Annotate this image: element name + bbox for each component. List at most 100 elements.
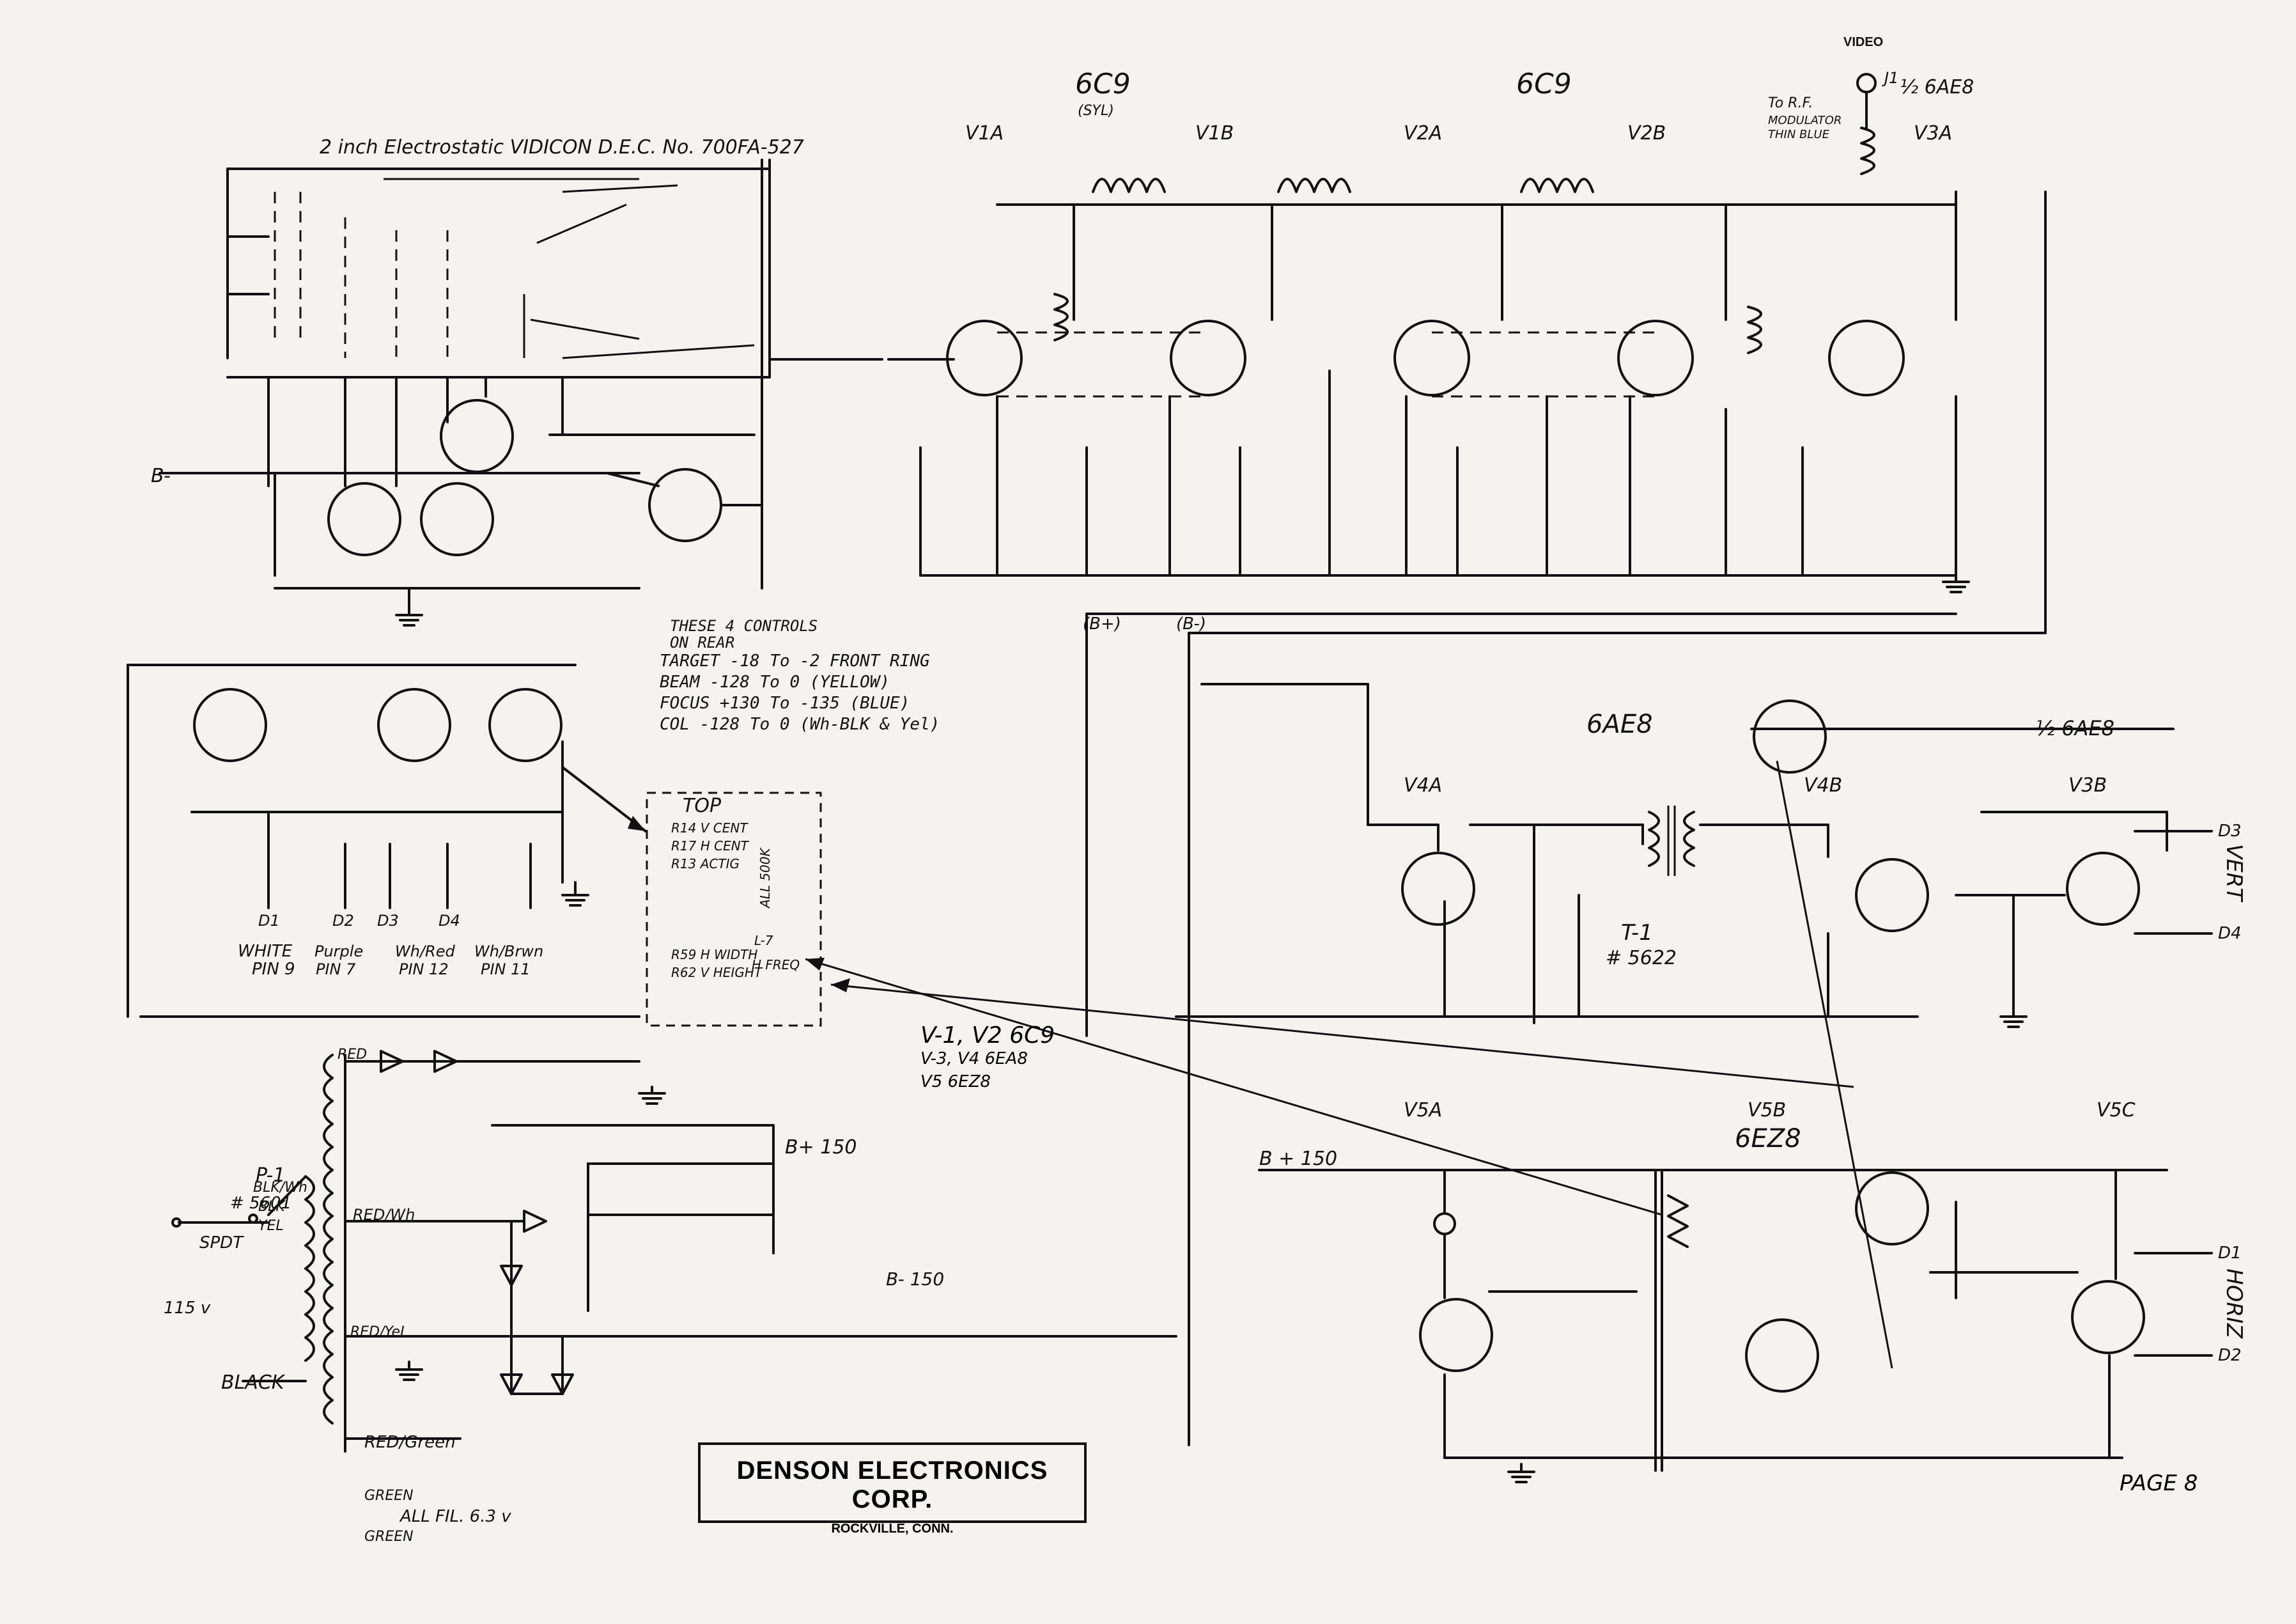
rf-label-3: THIN BLUE xyxy=(1768,128,1830,141)
ground-symbols xyxy=(395,574,2028,1483)
top-box-item-5: R59 H WIDTH xyxy=(671,947,757,962)
output-d2: D2 xyxy=(2218,1346,2242,1365)
pin-num-3: PIN 12 xyxy=(399,960,449,978)
top-box-item-7: L-7 xyxy=(754,933,773,948)
stage-label-v4b: V4B xyxy=(1804,774,1842,797)
top-box-title: TOP xyxy=(683,795,722,817)
notes-header-1: THESE 4 CONTROLS xyxy=(670,617,818,635)
pin-diode-1: D1 xyxy=(258,912,280,930)
tube-type-v5: 6EZ8 xyxy=(1735,1124,1801,1153)
bplus150-right-label: B + 150 xyxy=(1259,1148,1337,1170)
plug-part: # 5601 xyxy=(230,1194,291,1213)
top-box-item-3: R13 ACTIG xyxy=(671,856,740,871)
company-logo-box: DENSON ELECTRONICS CORP. ROCKVILLE, CONN… xyxy=(698,1442,1087,1536)
sync-vertical-section xyxy=(805,683,2213,1369)
output-d4: D4 xyxy=(2218,924,2242,943)
tube-list-line-2: V-3, V4 6EA8 xyxy=(920,1049,1028,1068)
black-lead-label: BLACK xyxy=(221,1371,286,1394)
vidicon-tube xyxy=(226,159,771,379)
bplus-rail-label: (B+) xyxy=(1083,614,1121,634)
tube-type-v4: 6AE8 xyxy=(1586,710,1653,739)
filament-label: ALL FIL. 6.3 v xyxy=(399,1507,511,1526)
lead-green-2: GREEN xyxy=(364,1529,414,1545)
notes-line-focus: FOCUS +130 To -135 (BLUE) xyxy=(660,694,910,713)
tube-complement-list: V-1, V2 6C9 V-3, V4 6EA8 V5 6EZ8 xyxy=(920,1024,1055,1093)
stage-label-v1a: V1A xyxy=(965,122,1004,144)
company-name: DENSON ELECTRONICS CORP. xyxy=(736,1456,1048,1513)
pin-num-1: PIN 9 xyxy=(252,960,295,979)
lead-red-green: RED/Green xyxy=(364,1433,456,1452)
horizontal-section xyxy=(1258,1169,2213,1472)
vidicon-title: 2 inch Electrostatic VIDICON D.E.C. No. … xyxy=(320,136,804,159)
stage-label-v4a: V4A xyxy=(1404,774,1442,797)
top-box-item-4: ALL 500K xyxy=(757,847,773,909)
bminus150-label: B- 150 xyxy=(886,1269,944,1290)
lead-red-wh: RED/Wh xyxy=(353,1206,415,1224)
bminus-left-label: B- xyxy=(151,465,171,487)
pin-num-2: PIN 7 xyxy=(316,960,356,978)
output-d3: D3 xyxy=(2218,822,2242,841)
output-d1: D1 xyxy=(2218,1244,2242,1263)
top-controls-box xyxy=(646,792,822,1027)
pin-diode-4: D4 xyxy=(438,912,460,930)
mains-label: 115 v xyxy=(164,1299,211,1318)
lead-red-yel: RED/YeL xyxy=(350,1324,408,1340)
lead-blk-wh: BLK/Wh xyxy=(253,1180,307,1196)
transformer-part: # 5622 xyxy=(1606,947,1677,969)
tube-type-v3b: ½ 6AE8 xyxy=(2035,716,2114,740)
notes-header-2: ON REAR xyxy=(670,634,735,652)
power-supply xyxy=(139,1015,1177,1453)
video-label: VIDEO xyxy=(1843,35,1883,49)
rf-label-2: MODULATOR xyxy=(1768,114,1842,127)
vidicon-controls xyxy=(159,399,763,609)
stage-label-v3b: V3B xyxy=(2068,774,2107,797)
notes-line-target: TARGET -18 To -2 FRONT RING xyxy=(660,652,930,671)
pin-diode-3: D3 xyxy=(377,912,399,930)
stage-label-v5a: V5A xyxy=(1404,1099,1442,1121)
lead-blk: BLK xyxy=(258,1199,286,1215)
switch-label: SPDT xyxy=(199,1233,244,1253)
bminus-rail-label: (B-) xyxy=(1176,614,1206,634)
rear-control-notes: THESE 4 CONTROLS ON REAR TARGET -18 To -… xyxy=(660,618,1094,735)
bplus150-label: B+ 150 xyxy=(785,1136,857,1159)
top-box-item-2: R17 H CENT xyxy=(671,838,750,854)
notes-line-beam: BEAM -128 To 0 (YELLOW) xyxy=(660,673,890,692)
lead-yel: YEL xyxy=(258,1218,284,1234)
stage-label-v2b: V2B xyxy=(1627,122,1666,144)
tube-type-v1: 6C9 xyxy=(1075,68,1131,100)
top-box-item-8: H FREQ xyxy=(752,957,800,972)
pin-color-4: Wh/Brwn xyxy=(474,942,543,960)
stage-label-v3a: V3A xyxy=(1914,122,1952,144)
pin-color-1: WHITE xyxy=(238,942,293,961)
pin-color-2: Purple xyxy=(314,942,363,960)
company-city: ROCKVILLE, CONN. xyxy=(831,1522,954,1536)
tube-type-v1-sub: (SYL) xyxy=(1078,103,1114,119)
deflection-controls xyxy=(127,664,647,1018)
stage-label-v2a: V2A xyxy=(1404,122,1442,144)
horiz-output-label: HORIZ xyxy=(2221,1269,2247,1339)
stage-label-v1b: V1B xyxy=(1195,122,1234,144)
stage-label-v5b: V5B xyxy=(1748,1099,1786,1121)
lead-red: RED xyxy=(337,1047,367,1063)
video-jack-label: J1 xyxy=(1882,69,1898,87)
pin-diode-2: D2 xyxy=(332,912,354,930)
pin-num-4: PIN 11 xyxy=(481,960,531,978)
vert-output-label: VERT xyxy=(2221,844,2247,902)
page-number: PAGE 8 xyxy=(2120,1471,2198,1496)
transformer-name: T-1 xyxy=(1621,920,1653,946)
pin-color-3: Wh/Red xyxy=(395,942,455,960)
video-amplifier xyxy=(768,73,2047,1446)
stage-label-v5c: V5C xyxy=(2097,1099,2136,1121)
plug-label: P-1 xyxy=(256,1164,285,1187)
tube-list-line-3: V5 6EZ8 xyxy=(920,1072,991,1091)
tube-type-v2: 6C9 xyxy=(1516,68,1572,100)
lead-green-1: GREEN xyxy=(364,1488,414,1504)
vidicon-leads xyxy=(226,235,763,577)
tube-list-line-1: V-1, V2 6C9 xyxy=(920,1022,1055,1049)
top-box-item-6: R62 V HEIGHT xyxy=(671,965,763,980)
rf-label: To R.F. xyxy=(1768,95,1813,111)
notes-line-col: COL -128 To 0 (Wh-BLK & Yel) xyxy=(660,715,940,734)
tube-type-v3a: ½ 6AE8 xyxy=(1900,76,1974,98)
